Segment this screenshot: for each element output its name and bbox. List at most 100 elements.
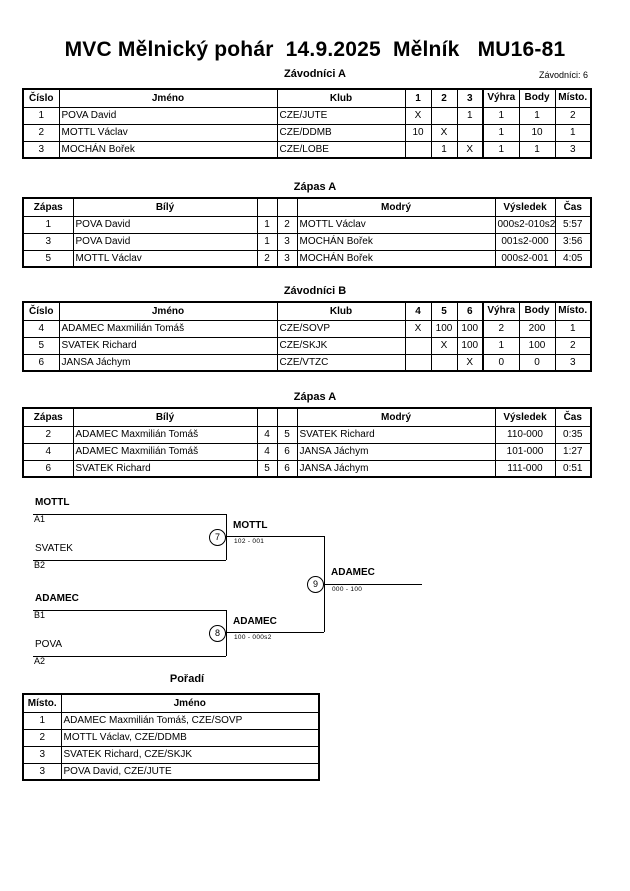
cell-bily: ADAMEC Maxmilián Tomáš [72,442,258,461]
cell-score: 10 [404,123,432,142]
bracket-entry-name-3: ADAMEC [35,593,79,604]
bracket-match-9: 9 [307,576,324,593]
cell-cislo: 6 [22,353,60,372]
group-b-caption: Závodníci B [283,285,347,297]
cell-body: 0 [518,353,556,372]
cell-blue-number: 2 [276,215,298,234]
col-vyhra: Výhra [482,88,520,108]
cell-blue-number: 6 [276,459,298,478]
col-num-blue [276,407,298,427]
col-klub: Klub [276,301,406,321]
col-num-white [256,407,278,427]
knockout-bracket: MOTTL A1 SVATEK B2 7 MOTTL 102 - 001 ADA… [0,495,630,670]
bracket-line [322,584,422,585]
cell-blue-number: 5 [276,425,298,444]
cell-blue-number: 3 [276,249,298,268]
col-body: Body [518,301,556,321]
cell-vyhra: 1 [482,140,520,159]
table-header-row: Číslo Jméno Klub 1 2 3 Výhra Body Místo. [22,88,592,108]
cell-white-number: 2 [256,249,278,268]
cell-klub: CZE/SOVP [276,319,406,338]
group-b-table: Číslo Jméno Klub 4 5 6 Výhra Body Místo.… [22,301,592,372]
bracket-entry-seed-4: A2 [34,656,46,666]
col-jmeno: Jméno [58,88,278,108]
col-modry: Modrý [296,197,496,217]
cell-vyhra: 1 [482,106,520,125]
cell-score: X [430,336,458,355]
bracket-winner-8: ADAMEC [233,616,277,627]
cell-cislo: 4 [22,319,60,338]
cell-klub: CZE/DDMB [276,123,406,142]
cell-white-number: 5 [256,459,278,478]
bracket-entry-name-4: POVA [35,639,63,650]
cell-score: X [456,353,484,372]
match-a2-caption: Zápas A [293,391,337,403]
cell-misto: 3 [554,353,592,372]
bracket-line [224,632,324,633]
cell-score [404,140,432,159]
cell-modry: MOCHÁN Bořek [296,232,496,251]
cell-score [404,353,432,372]
cell-modry: MOTTL Václav [296,215,496,234]
bracket-entry-seed-3: B1 [34,610,46,620]
cell-misto: 3 [554,140,592,159]
bracket-entry-seed-1: A1 [34,514,46,524]
cell-bily: POVA David [72,232,258,251]
col-m3: 3 [456,88,484,108]
cell-body: 100 [518,336,556,355]
col-modry: Modrý [296,407,496,427]
cell-jmeno: MOTTL Václav, CZE/DDMB [60,728,320,747]
col-num-white [256,197,278,217]
col-cas: Čas [554,197,592,217]
bracket-line [33,560,226,561]
cell-modry: JANSA Jáchym [296,459,496,478]
cell-vysledek: 111-000 [494,459,556,478]
col-jmeno: Jméno [60,693,320,713]
cell-white-number: 4 [256,442,278,461]
cell-body: 1 [518,140,556,159]
col-body: Body [518,88,556,108]
cell-klub: CZE/VTZC [276,353,406,372]
cell-blue-number: 6 [276,442,298,461]
cell-bily: POVA David [72,215,258,234]
match-a1-caption: Zápas A [293,181,337,193]
col-zapas: Zápas [22,407,74,427]
cell-vysledek: 000s2-001 [494,249,556,268]
bracket-entry-name-1: MOTTL [35,497,70,508]
cell-misto: 2 [554,336,592,355]
cell-score: 1 [456,106,484,125]
cell-body: 1 [518,106,556,125]
cell-modry: MOCHÁN Bořek [296,249,496,268]
cell-score: X [430,123,458,142]
col-misto: Místo. [554,88,592,108]
cell-zapas: 5 [22,249,74,268]
cell-bily: ADAMEC Maxmilián Tomáš [72,425,258,444]
cell-white-number: 1 [256,232,278,251]
bracket-line [33,656,226,657]
cell-score: X [456,140,484,159]
cell-zapas: 1 [22,215,74,234]
cell-vysledek: 101-000 [494,442,556,461]
cell-klub: CZE/SKJK [276,336,406,355]
col-vyhra: Výhra [482,301,520,321]
col-jmeno: Jméno [58,301,278,321]
cell-score: 100 [456,336,484,355]
cell-misto: 3 [22,745,62,764]
cell-jmeno: POVA David [58,106,278,125]
table-header-row: Zápas Bílý Modrý Výsledek Čas [22,197,592,217]
cell-jmeno: MOCHÁN Bořek [58,140,278,159]
bracket-line [226,514,227,560]
cell-zapas: 3 [22,232,74,251]
